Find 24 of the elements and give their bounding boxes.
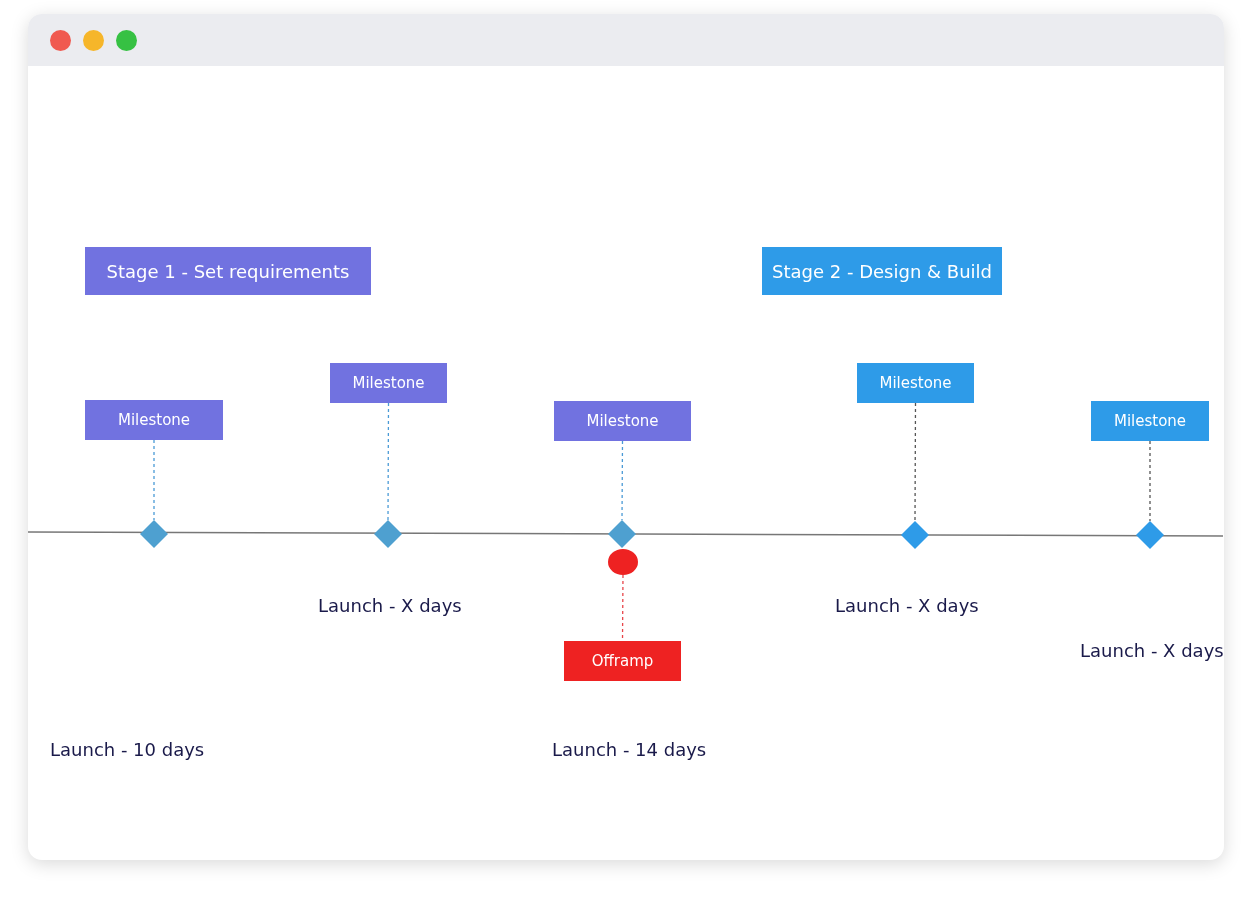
connector-line (153, 439, 155, 521)
launch-date-label: Launch - X days (835, 595, 979, 616)
milestone-diamond (374, 520, 402, 548)
stage-box: Stage 1 - Set requirements (85, 247, 371, 295)
milestone-diamond (608, 520, 636, 548)
milestone-box: Milestone (857, 363, 974, 403)
milestone-diamond (1136, 521, 1164, 549)
launch-date-label: Launch - 10 days (50, 739, 205, 760)
milestone-diamond (140, 520, 168, 548)
milestone-box: Milestone (1091, 401, 1209, 441)
offramp-dot (608, 549, 638, 575)
stage-box: Stage 2 - Design & Build (762, 247, 1002, 295)
connector-line (387, 402, 390, 521)
milestone-box: Offramp (564, 641, 681, 681)
launch-date-label: Launch - 14 days (552, 739, 707, 760)
milestone-box: Milestone (85, 400, 223, 440)
launch-date-label: Launch - X days (1080, 640, 1224, 661)
milestone-box: Milestone (554, 401, 691, 441)
launch-date-label: Launch - X days (318, 595, 462, 616)
milestone-diamond (901, 521, 929, 549)
connector-line (914, 402, 917, 522)
connector-line (621, 440, 624, 521)
milestone-box: Milestone (330, 363, 447, 403)
connector-line (1149, 440, 1151, 522)
